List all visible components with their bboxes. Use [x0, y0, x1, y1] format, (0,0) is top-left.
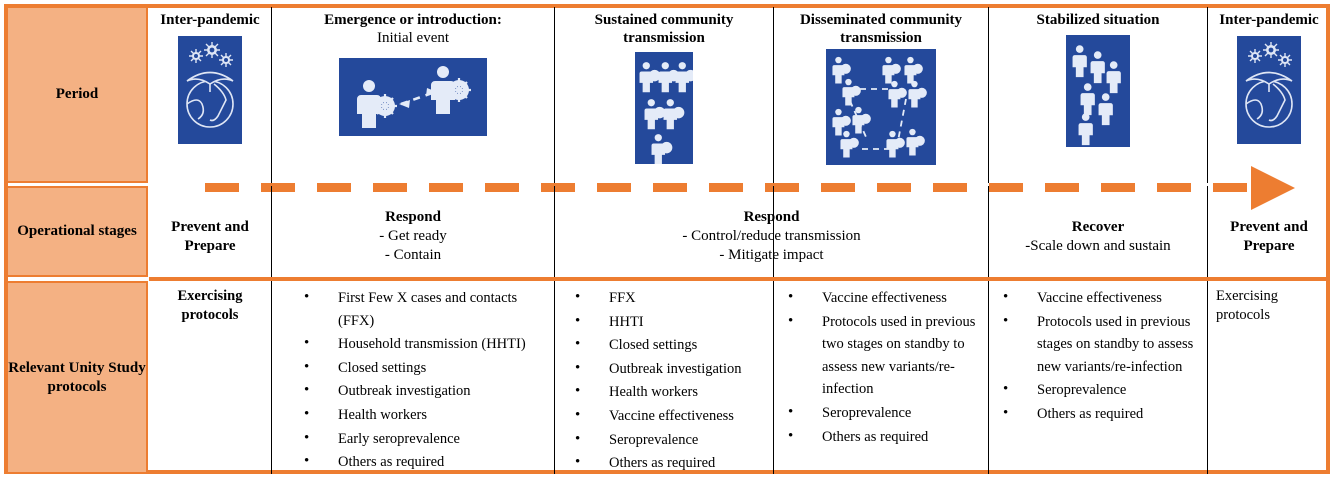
- operational-stage-cell-5: Prevent and Prepare: [1208, 196, 1330, 277]
- list-item: FFX: [575, 286, 767, 310]
- operational-stage-cell-3: Respond - Control/reduce transmission - …: [555, 196, 988, 277]
- protocols-cell-6: Exercising protocols: [1208, 281, 1330, 474]
- list-item: Seroprevalence: [1003, 378, 1201, 402]
- operational-stage-line-2b: - Contain: [384, 246, 442, 263]
- column-divider: [271, 281, 272, 474]
- list-item: Others as required: [575, 451, 767, 474]
- period-cell-4: Disseminated community transmission: [774, 6, 988, 183]
- operational-stage-line-2a: - Get ready: [379, 228, 447, 245]
- period-title-4: Disseminated community transmission: [799, 12, 963, 46]
- list-item: First Few X cases and contacts (FFX): [304, 286, 548, 332]
- row-label-period-text: Period: [55, 86, 99, 103]
- list-item: HHTI: [575, 310, 767, 334]
- list-item: Outbreak investigation: [575, 357, 767, 381]
- column-divider: [554, 186, 555, 277]
- period-cell-2: Emergence or introduction: Initial event: [272, 6, 554, 183]
- period-cell-5: Stabilized situation: [989, 6, 1207, 183]
- operational-stage-line-3a: - Control/reduce transmission: [682, 228, 861, 245]
- list-item: Others as required: [1003, 402, 1201, 426]
- umbrella-over-globe-icon: [1237, 36, 1301, 144]
- list-item: Others as required: [788, 425, 982, 449]
- progression-dashed-line: [205, 183, 1255, 192]
- list-item: Vaccine effectiveness: [788, 286, 982, 310]
- period-title-3: Sustained community transmission: [594, 12, 734, 46]
- column-divider: [1207, 7, 1208, 183]
- period-title-2: Emergence or introduction:: [324, 12, 502, 28]
- operational-stage-cell-2: Respond - Get ready - Contain: [272, 196, 554, 277]
- column-divider: [554, 281, 555, 474]
- operational-stage-heading-3: Respond: [743, 209, 800, 226]
- list-item: Early seroprevalence: [304, 427, 548, 451]
- protocols-cell-5: Vaccine effectiveness Protocols used in …: [989, 281, 1207, 474]
- column-divider: [773, 186, 774, 277]
- six-people-virus-icon: [635, 52, 697, 165]
- list-item: Vaccine effectiveness: [575, 404, 767, 428]
- period-title-5: Stabilized situation: [1036, 12, 1160, 28]
- column-divider: [988, 7, 989, 183]
- list-item: Others as required: [304, 450, 548, 474]
- operational-stage-heading-5: Prevent and Prepare: [1230, 218, 1308, 254]
- list-item: Household transmission (HHTI): [304, 332, 548, 356]
- column-divider: [271, 7, 272, 183]
- protocols-cell-4: Vaccine effectiveness Protocols used in …: [774, 281, 988, 474]
- protocols-list-2: First Few X cases and contacts (FFX) Hou…: [278, 286, 548, 474]
- period-cell-6: Inter-pandemic: [1208, 6, 1330, 183]
- operational-stage-line-4a: -Scale down and sustain: [1025, 237, 1171, 254]
- two-people-virus-transmission-icon: [339, 58, 487, 136]
- row-separator: [149, 277, 1330, 281]
- network-people-virus-icon: [826, 49, 936, 165]
- row-label-period: Period: [6, 6, 148, 183]
- column-divider: [554, 7, 555, 183]
- column-divider: [271, 186, 272, 277]
- period-title-1: Inter-pandemic: [160, 12, 260, 28]
- operational-stage-cell-1: Prevent and Prepare: [149, 196, 271, 277]
- row-label-operational-stages-text: Operational stages: [17, 223, 137, 240]
- list-item: Seroprevalence: [575, 428, 767, 452]
- list-item: Seroprevalence: [788, 401, 982, 425]
- protocols-cell-3: FFX HHTI Closed settings Outbreak invest…: [555, 281, 773, 474]
- list-item: Health workers: [304, 403, 548, 427]
- column-divider: [773, 281, 774, 474]
- list-item: Health workers: [575, 380, 767, 404]
- umbrella-over-globe-icon: [178, 36, 242, 144]
- progression-arrow-head: [1251, 166, 1295, 210]
- list-item: Closed settings: [575, 333, 767, 357]
- operational-stage-heading-4: Recover: [1071, 218, 1125, 235]
- row-label-operational-stages: Operational stages: [6, 186, 148, 277]
- period-cell-1: Inter-pandemic: [149, 6, 271, 183]
- operational-stage-cell-4: Recover -Scale down and sustain: [989, 196, 1207, 277]
- list-item: Protocols used in previous stages on sta…: [1003, 310, 1201, 379]
- protocols-list-5: Vaccine effectiveness Protocols used in …: [995, 286, 1201, 426]
- protocols-list-4: Vaccine effectiveness Protocols used in …: [780, 286, 982, 449]
- protocols-text-1: Exercising protocols: [177, 288, 243, 323]
- column-divider: [988, 186, 989, 277]
- list-item: Vaccine effectiveness: [1003, 286, 1201, 310]
- column-divider: [773, 7, 774, 183]
- six-people-healthy-icon: [1066, 35, 1130, 147]
- operational-stage-heading-1: Prevent and Prepare: [171, 218, 249, 254]
- column-divider: [1207, 186, 1208, 277]
- row-label-protocols-text: Relevant Unity Study protocols: [8, 359, 146, 395]
- operational-stage-heading-2: Respond: [385, 209, 441, 226]
- column-divider: [1207, 281, 1208, 474]
- row-label-protocols: Relevant Unity Study protocols: [6, 281, 148, 474]
- operational-stage-line-3b: - Mitigate impact: [719, 246, 824, 263]
- period-cell-3: Sustained community transmission: [555, 6, 773, 183]
- list-item: Closed settings: [304, 356, 548, 380]
- column-divider: [988, 281, 989, 474]
- period-subtitle-2: Initial event: [376, 30, 450, 46]
- protocols-list-3: FFX HHTI Closed settings Outbreak invest…: [561, 286, 767, 474]
- protocols-cell-1: Exercising protocols: [149, 281, 271, 474]
- protocols-cell-2: First Few X cases and contacts (FFX) Hou…: [272, 281, 554, 474]
- list-item: Protocols used in previous two stages on…: [788, 310, 982, 401]
- protocols-text-6: Exercising protocols: [1216, 288, 1279, 323]
- list-item: Outbreak investigation: [304, 379, 548, 403]
- period-title-6: Inter-pandemic: [1219, 12, 1319, 28]
